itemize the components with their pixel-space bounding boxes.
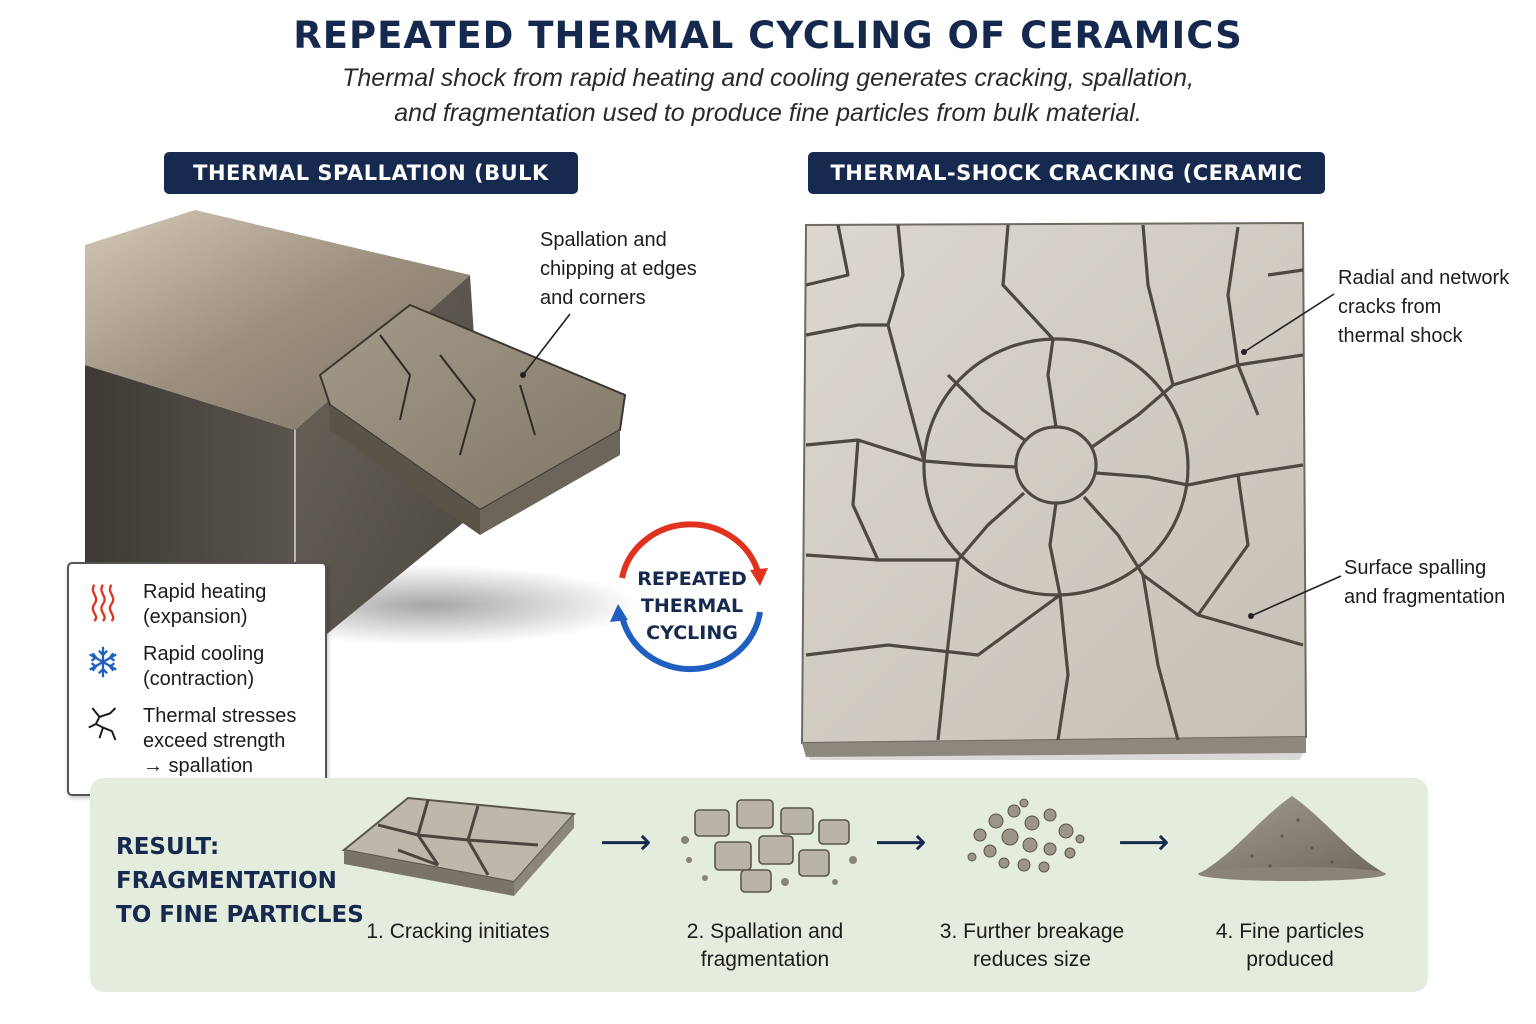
step-label-line: 1. Cracking initiates bbox=[366, 920, 550, 943]
radial-cracks-callout: Radial and network cracks from thermal s… bbox=[1338, 264, 1509, 351]
right-panel-badge: THERMAL-SHOCK CRACKING (CERAMIC TILE) bbox=[808, 152, 1325, 227]
legend-cooling-line-2: (contraction) bbox=[143, 668, 255, 690]
spall-chip-front bbox=[330, 405, 480, 535]
step-label-line: produced bbox=[1246, 948, 1334, 971]
tile-edge bbox=[802, 737, 1306, 757]
arrow-right-icon: ⟶ bbox=[600, 821, 652, 862]
result-title: RESULT: FRAGMENTATION TO FINE PARTICLES bbox=[116, 830, 364, 932]
callout-line: cracks from bbox=[1338, 296, 1442, 318]
tile-cracks bbox=[805, 224, 1304, 741]
subtitle-line-2: and fragmentation used to produce fine p… bbox=[394, 99, 1142, 127]
legend-cooling-line-1: Rapid cooling bbox=[143, 643, 265, 665]
callout-line: thermal shock bbox=[1338, 325, 1463, 347]
callout-line: and fragmentation bbox=[1344, 586, 1506, 608]
cycle-label-line: THERMAL bbox=[640, 595, 744, 617]
subtitle-line-1: Thermal shock from rapid heating and coo… bbox=[342, 64, 1194, 92]
crack-icon bbox=[88, 707, 117, 741]
step-label-line: reduces size bbox=[973, 948, 1091, 971]
heating-arc bbox=[619, 521, 761, 579]
block-top-face bbox=[85, 210, 470, 430]
left-panel-badge: THERMAL SPALLATION (BULK EDGE) bbox=[164, 152, 578, 227]
heating-arrowhead bbox=[750, 568, 768, 586]
legend-stress-line-1: Thermal stresses bbox=[143, 705, 297, 727]
cycle-label: REPEATED THERMAL CYCLING bbox=[625, 566, 759, 647]
step-label-line: fragmentation bbox=[700, 948, 830, 971]
step-label-line: 4. Fine particles bbox=[1215, 920, 1365, 943]
thermal-cycle-indicator bbox=[610, 521, 768, 673]
spall-chip-side bbox=[480, 430, 620, 535]
step-3-label: 3. Further breakage reduces size bbox=[932, 918, 1132, 974]
step-1-label: 1. Cracking initiates bbox=[358, 918, 558, 946]
radial-leader-line bbox=[1241, 293, 1335, 355]
step-4-label: 4. Fine particles produced bbox=[1195, 918, 1385, 974]
callout-line: Radial and network bbox=[1338, 267, 1510, 289]
spallation-callout: Spallation and chipping at edges and cor… bbox=[540, 226, 697, 313]
result-title-line: FRAGMENTATION bbox=[116, 868, 337, 894]
step-label-line: 2. Spallation and bbox=[686, 920, 844, 943]
legend-heating-line-1: Rapid heating bbox=[143, 581, 267, 603]
step-2-fragments bbox=[681, 799, 857, 893]
callout-line: Surface spalling bbox=[1344, 557, 1487, 579]
snowflake-icon bbox=[89, 646, 117, 678]
chip-cracks bbox=[379, 334, 536, 456]
ceramic-tile-illustration bbox=[800, 221, 1308, 760]
legend-heating-line-2: (expansion) bbox=[143, 606, 248, 628]
step-2-label: 2. Spallation and fragmentation bbox=[665, 918, 865, 974]
legend-stress-line-3: → spallation bbox=[143, 755, 254, 777]
step-4-fine-powder bbox=[1198, 796, 1386, 881]
cycle-label-line: REPEATED bbox=[637, 568, 747, 590]
cooling-arc bbox=[619, 611, 763, 673]
arrow-right-icon: ⟶ bbox=[875, 821, 927, 862]
heat-wave-icon bbox=[91, 584, 115, 622]
callout-line: chipping at edges bbox=[540, 258, 697, 280]
legend-box: Rapid heating (expansion) Rapid cooling … bbox=[67, 562, 327, 796]
page-title: REPEATED THERMAL CYCLING OF CERAMICS bbox=[293, 14, 1243, 57]
step-label-line: 3. Further breakage bbox=[939, 920, 1125, 943]
callout-line: and corners bbox=[540, 287, 646, 309]
spallation-leader-line bbox=[520, 313, 571, 378]
result-title-line: RESULT: bbox=[116, 834, 220, 860]
step-3-small-particles bbox=[967, 798, 1085, 873]
callout-line: Spallation and bbox=[540, 229, 667, 251]
surface-spalling-callout: Surface spalling and fragmentation bbox=[1344, 554, 1505, 612]
step-1-cracked-slab bbox=[341, 796, 577, 896]
result-title-line: TO FINE PARTICLES bbox=[116, 902, 364, 928]
legend-stress-line-2: exceed strength bbox=[143, 730, 286, 752]
cycle-label-line: CYCLING bbox=[646, 622, 738, 644]
surface-leader-line bbox=[1248, 575, 1342, 619]
cooling-arrowhead bbox=[610, 604, 628, 622]
arrow-right-icon: ⟶ bbox=[1118, 821, 1170, 862]
